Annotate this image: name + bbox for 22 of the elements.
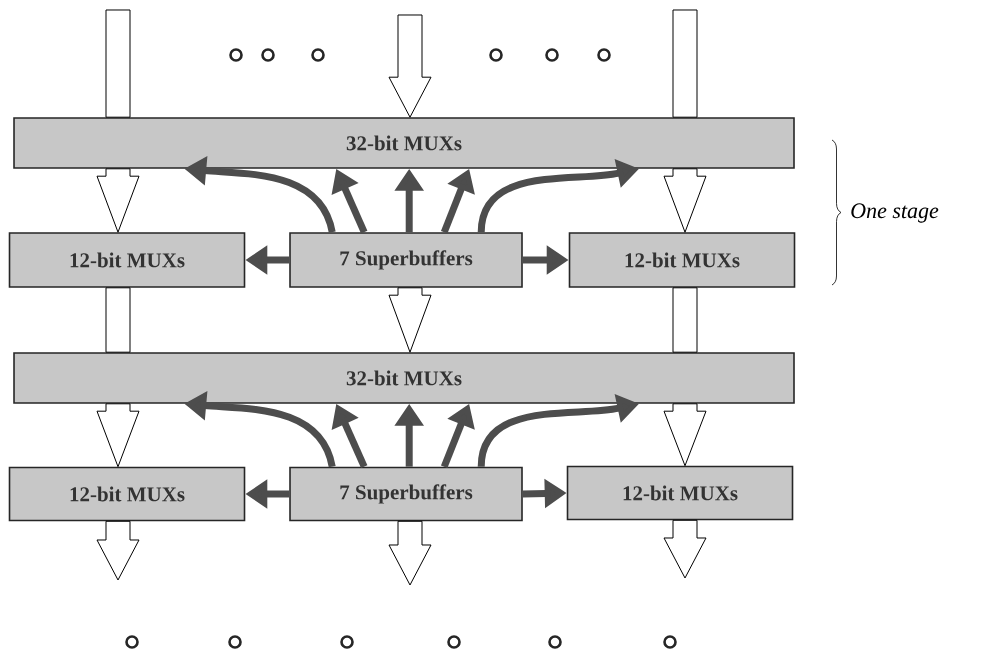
mux-box: 12-bit MUXs — [568, 232, 796, 288]
hollow-arrow — [663, 168, 707, 233]
hollow-arrow — [96, 168, 140, 233]
mux-box: 12-bit MUXs — [566, 465, 794, 521]
hollow-arrow — [96, 403, 140, 468]
hollow-arrow — [105, 9, 131, 118]
hollow-arrow — [388, 14, 432, 118]
superbuffer-box: 7 Superbuffers — [289, 466, 523, 522]
hollow-arrow — [663, 519, 707, 579]
hollow-arrow — [388, 520, 432, 586]
superbuffer-box: 7 Superbuffers — [289, 232, 523, 288]
mux-bar: 32-bit MUXs — [13, 352, 795, 404]
hollow-arrow — [96, 520, 140, 581]
hollow-arrow — [663, 403, 707, 467]
stage-label: One stage — [851, 203, 939, 223]
mux-box: 12-bit MUXs — [8, 466, 246, 522]
hollow-arrow — [672, 287, 698, 353]
mux-box: 12-bit MUXs — [8, 232, 246, 288]
hollow-arrow — [388, 287, 432, 353]
hollow-arrow — [672, 9, 698, 118]
hollow-arrow — [105, 287, 131, 353]
mux-bar: 32-bit MUXs — [13, 117, 795, 169]
